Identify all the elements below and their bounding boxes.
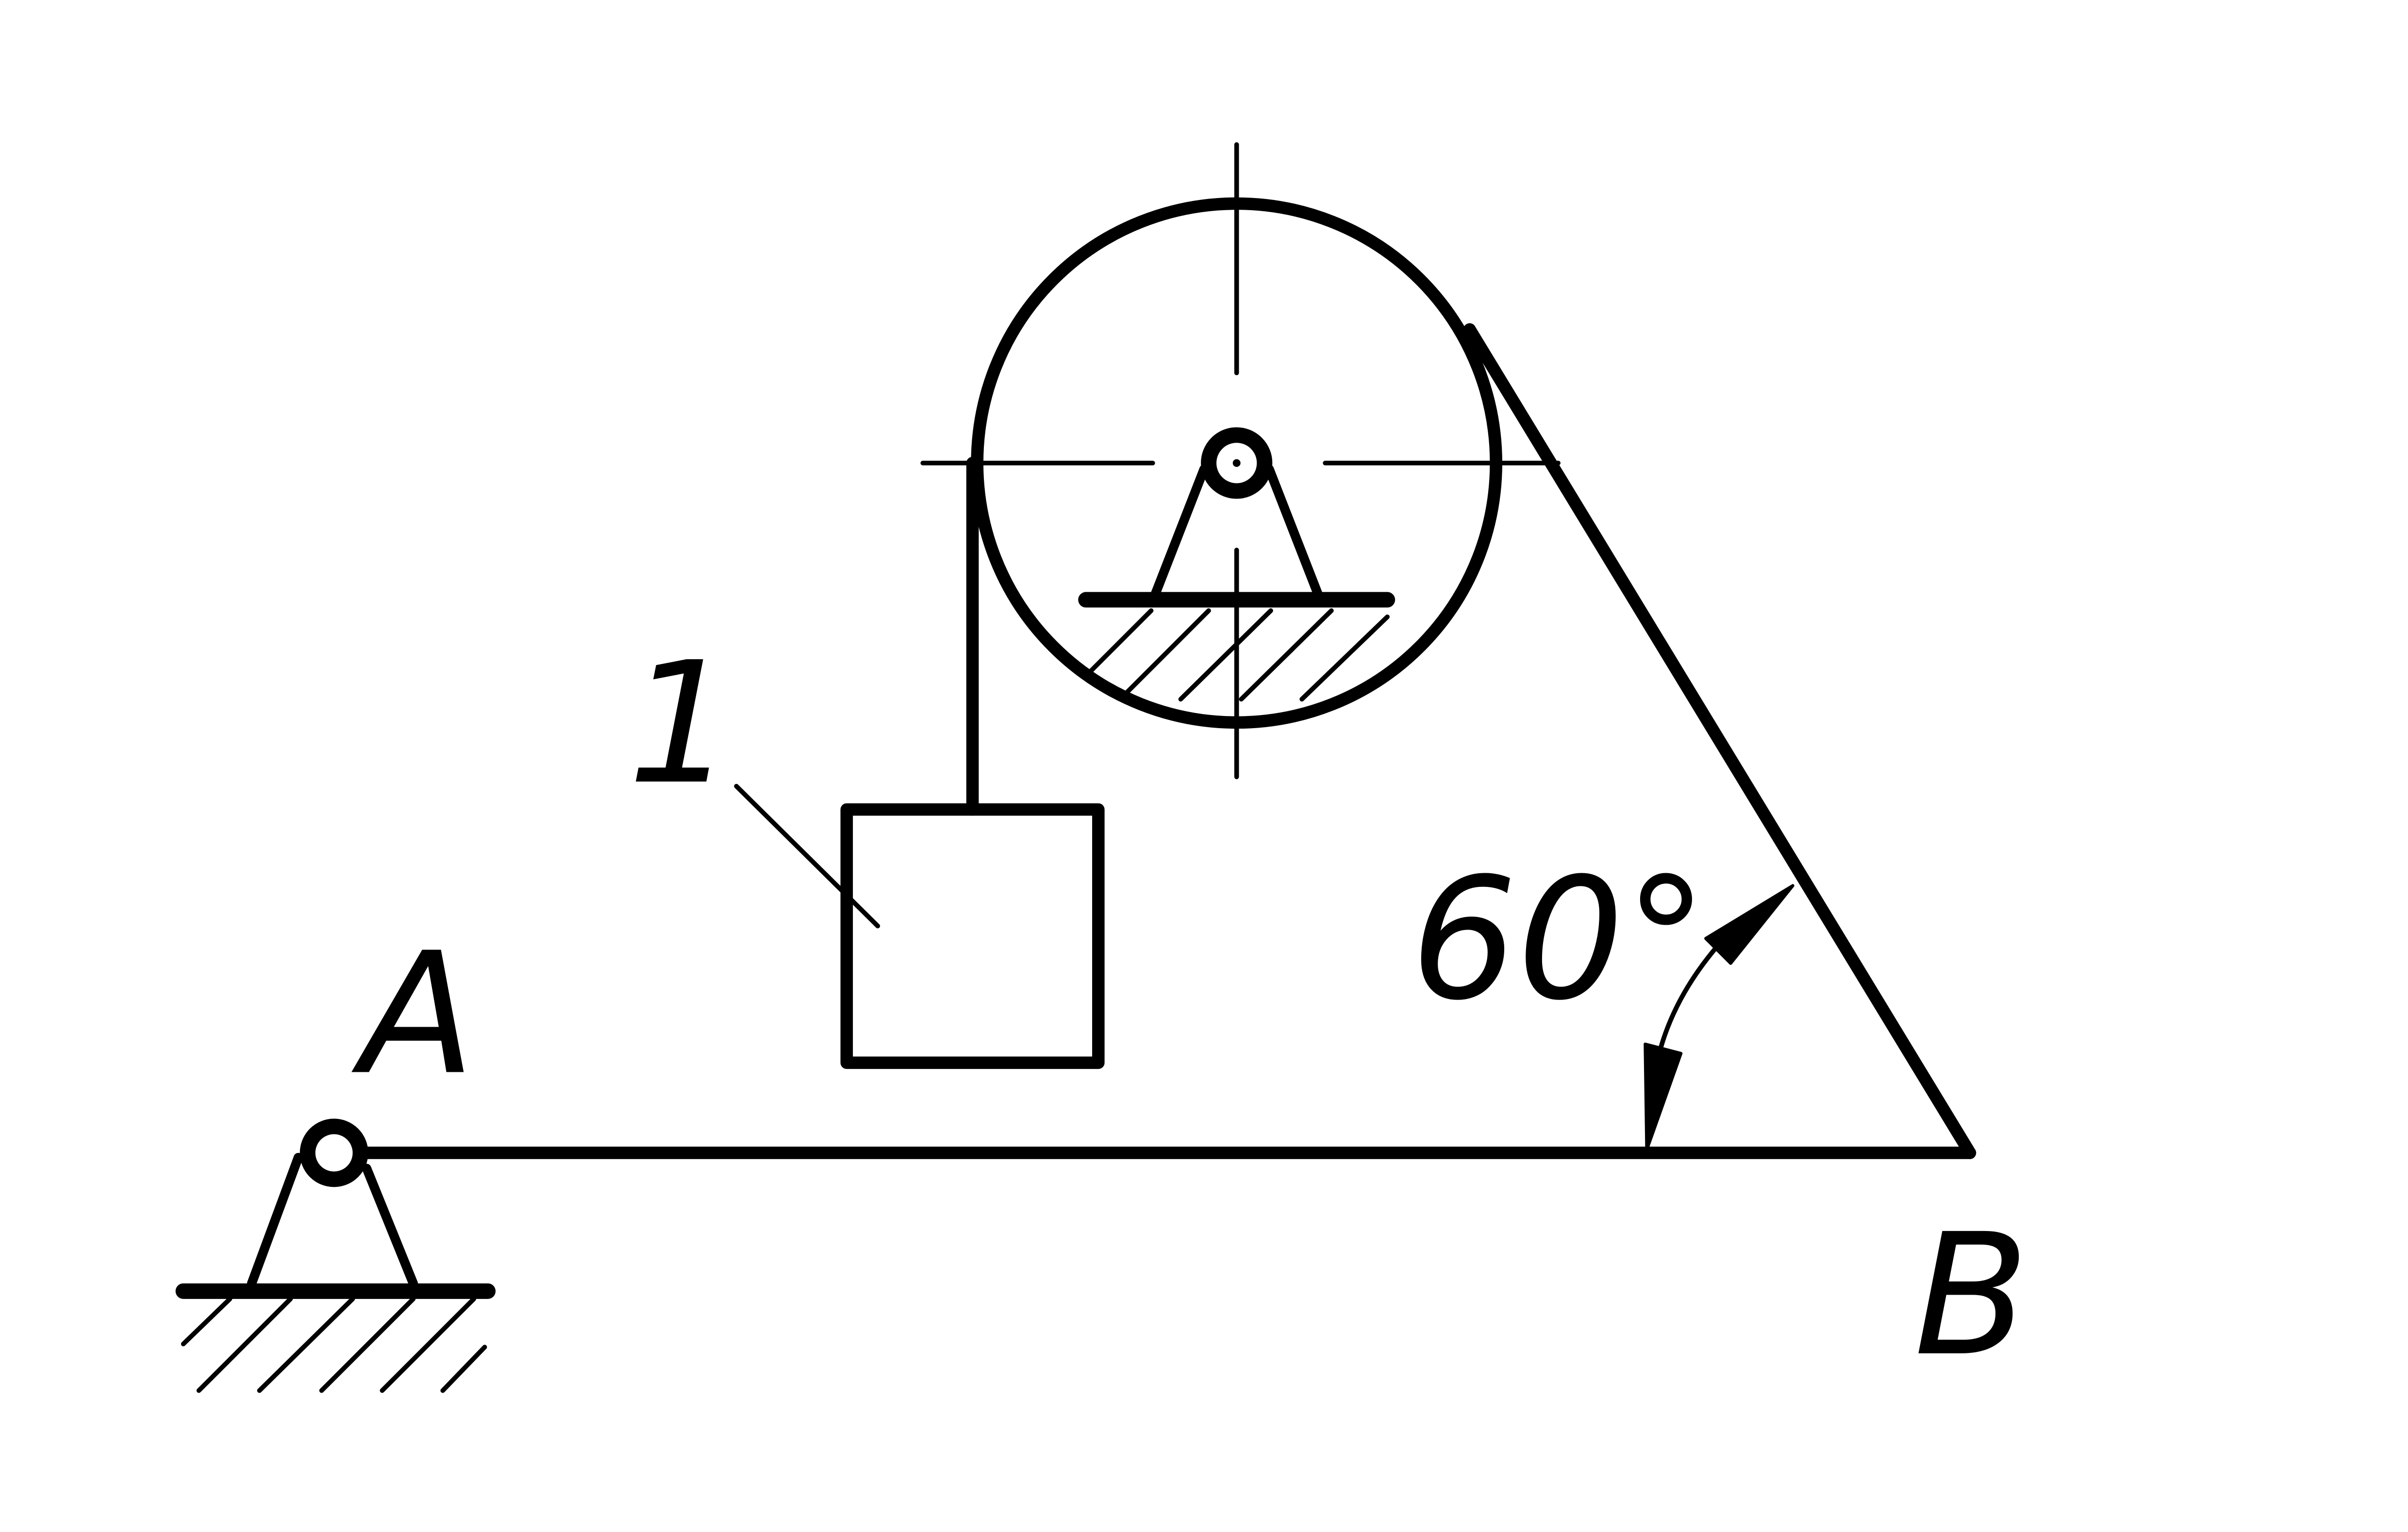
angle-arc xyxy=(1657,939,1724,1056)
block-1 xyxy=(840,803,1105,1069)
label-a: A xyxy=(350,916,475,1112)
angle-label: 60° xyxy=(1411,842,1708,1037)
pulley-axle xyxy=(1201,427,1273,499)
hinge-a xyxy=(299,1118,368,1187)
pulley-center-lines xyxy=(920,142,1561,780)
pulley-support-leg-right xyxy=(1264,465,1324,601)
inclined-bar xyxy=(1463,323,1976,1159)
support-a-leg-right xyxy=(362,1164,418,1288)
support-a xyxy=(175,1118,496,1393)
angle-arrows xyxy=(1644,884,1794,1151)
angle-arrow-top xyxy=(1704,884,1794,965)
angle-arrow-bottom xyxy=(1644,1042,1683,1151)
pulley-axle-center xyxy=(1232,459,1241,467)
label-b: B xyxy=(1914,1198,2029,1393)
label-1: 1 xyxy=(628,626,734,821)
label-1-leader xyxy=(734,783,880,929)
pulley-support xyxy=(1078,427,1395,702)
support-a-hatching xyxy=(181,1297,487,1393)
pulley-support-hatching xyxy=(1086,608,1390,702)
support-a-leg-left xyxy=(247,1152,303,1288)
pulley-support-leg-left xyxy=(1149,465,1209,601)
